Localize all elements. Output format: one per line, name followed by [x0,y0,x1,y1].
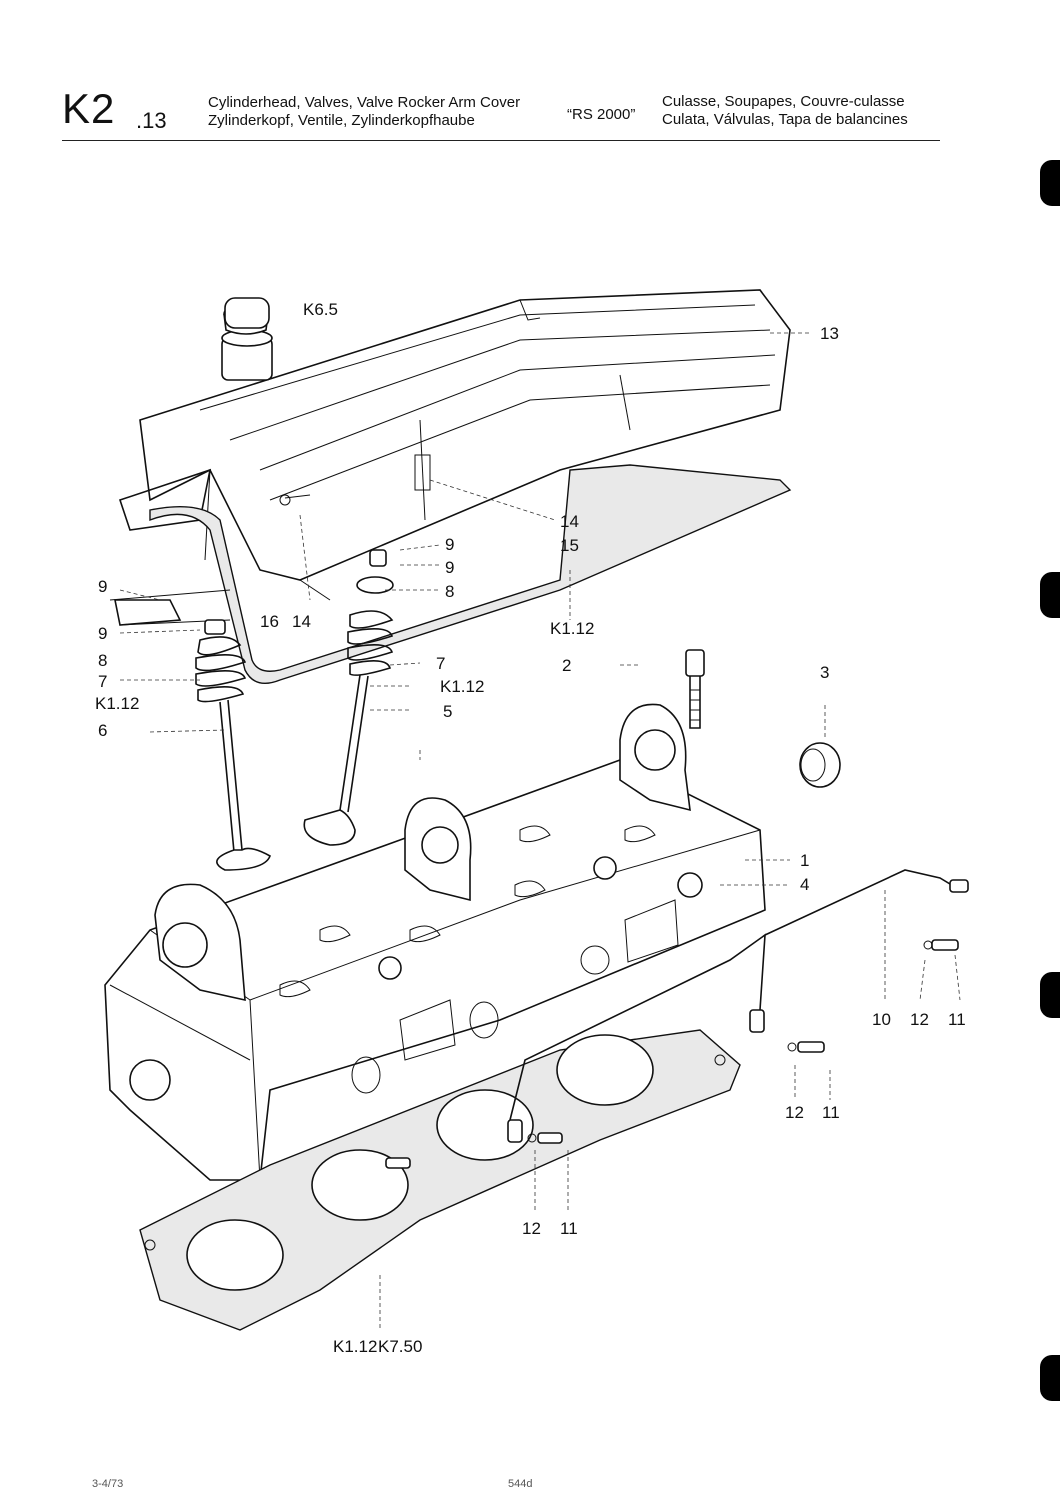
title-english: Cylinderhead, Valves, Valve Rocker Arm C… [208,94,521,111]
cylinder-head-gasket [139,1029,741,1331]
valve-center-assembly [303,549,394,846]
valve-left-assembly [195,619,271,871]
binder-tab-marker [1040,972,1060,1018]
callout-11: 11 [822,1103,840,1122]
callout-15: 15 [560,536,579,555]
oil-pipe [507,869,969,1143]
callout-9: 9 [98,577,108,596]
callout-11: 11 [560,1219,578,1238]
callout-k1-12: K1.12 [95,694,140,713]
title-german: Zylinderkopf, Ventile, Zylinderkopfhaube [208,112,475,129]
oil-filler-cap [224,297,270,329]
callout-13: 13 [820,324,839,343]
binder-tab-marker [1040,572,1060,618]
callout-12: 12 [910,1010,929,1029]
core-plug [799,742,841,788]
head-bolt [685,649,705,729]
callout-9: 9 [445,558,455,577]
callout-3: 3 [820,663,830,682]
header-rule [62,140,940,141]
callout-14: 14 [560,512,579,531]
callout-k1-12: K1.12 [333,1337,378,1356]
cylinder-head [104,703,766,1181]
callout-k1-12: K1.12 [550,619,595,638]
exploded-parts-diagram [104,289,969,1331]
callout-12: 12 [785,1103,804,1122]
callout-9: 9 [98,624,108,643]
callout-4: 4 [800,875,810,894]
callout-5: 5 [443,702,453,721]
pipe-bolts [385,939,959,1169]
callout-k6-5: K6.5 [303,300,338,319]
title-spanish: Culata, Válvulas, Tapa de balancines [662,111,908,128]
section-subcode: .13 [136,108,167,133]
binder-tab-marker [1040,1355,1060,1401]
binder-tab-marker [1040,160,1060,206]
leader-lines [119,332,961,1330]
callout-k1-12: K1.12 [440,677,485,696]
callout-14: 14 [292,612,311,631]
page-header: K2 .13 Cylinderhead, Valves, Valve Rocke… [0,0,1060,150]
page-number: 544d [508,1478,533,1490]
callout-10: 10 [872,1010,891,1029]
model-name: “RS 2000” [567,106,636,123]
callout-k7-50: K7.50 [378,1337,423,1356]
callout-12: 12 [522,1219,541,1238]
callout-6: 6 [98,721,108,740]
callout-8: 8 [445,582,455,601]
callout-9: 9 [445,535,455,554]
callout-7: 7 [436,654,446,673]
callout-1: 1 [800,851,810,870]
callout-8: 8 [98,651,108,670]
section-code: K2 [62,85,116,132]
callout-11: 11 [948,1010,966,1029]
callout-7: 7 [98,672,108,691]
callout-2: 2 [562,656,572,675]
title-french: Culasse, Soupapes, Couvre-culasse [662,93,905,110]
print-date: 3-4/73 [92,1478,124,1490]
callout-16: 16 [260,612,279,631]
